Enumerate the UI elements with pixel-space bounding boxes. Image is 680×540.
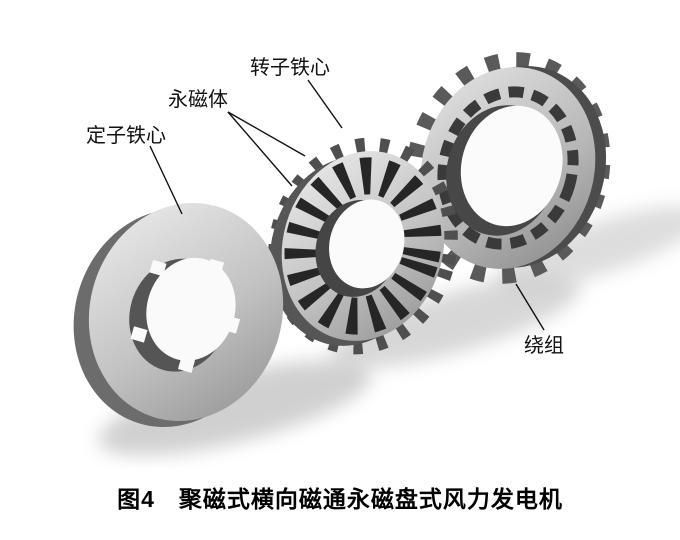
leader-lines xyxy=(149,79,545,331)
label-permanent-magnet: 永磁体 xyxy=(168,88,228,111)
figure-caption: 图4 聚磁式横向磁通永磁盘式风力发电机 xyxy=(117,486,563,512)
shadow-left xyxy=(98,360,372,456)
winding-ring-bore xyxy=(460,105,563,227)
ground-shadow xyxy=(98,205,680,456)
label-rotor-core: 转子铁心 xyxy=(250,56,330,79)
label-stator-core: 定子铁心 xyxy=(86,124,166,147)
leader-rotor-core xyxy=(307,79,343,129)
shadow-right xyxy=(495,205,680,291)
shadow-middle xyxy=(329,276,581,368)
stator-disc-bore xyxy=(146,257,236,361)
leader-winding xyxy=(515,283,545,331)
leader-stator-core xyxy=(149,145,183,215)
winding-ring xyxy=(405,52,611,284)
label-winding: 绕组 xyxy=(524,334,564,357)
magnet-ring-bore xyxy=(329,199,405,289)
leader-permanent-magnet-2 xyxy=(227,111,293,187)
figure-illustration: 定子铁心 永磁体 转子铁心 绕组 xyxy=(73,52,680,456)
magnet-ring xyxy=(268,137,458,355)
stator-disc xyxy=(73,203,284,428)
leader-permanent-magnet-1 xyxy=(227,111,306,157)
stator-bore-notches xyxy=(130,258,241,373)
winding-coils xyxy=(437,86,579,250)
